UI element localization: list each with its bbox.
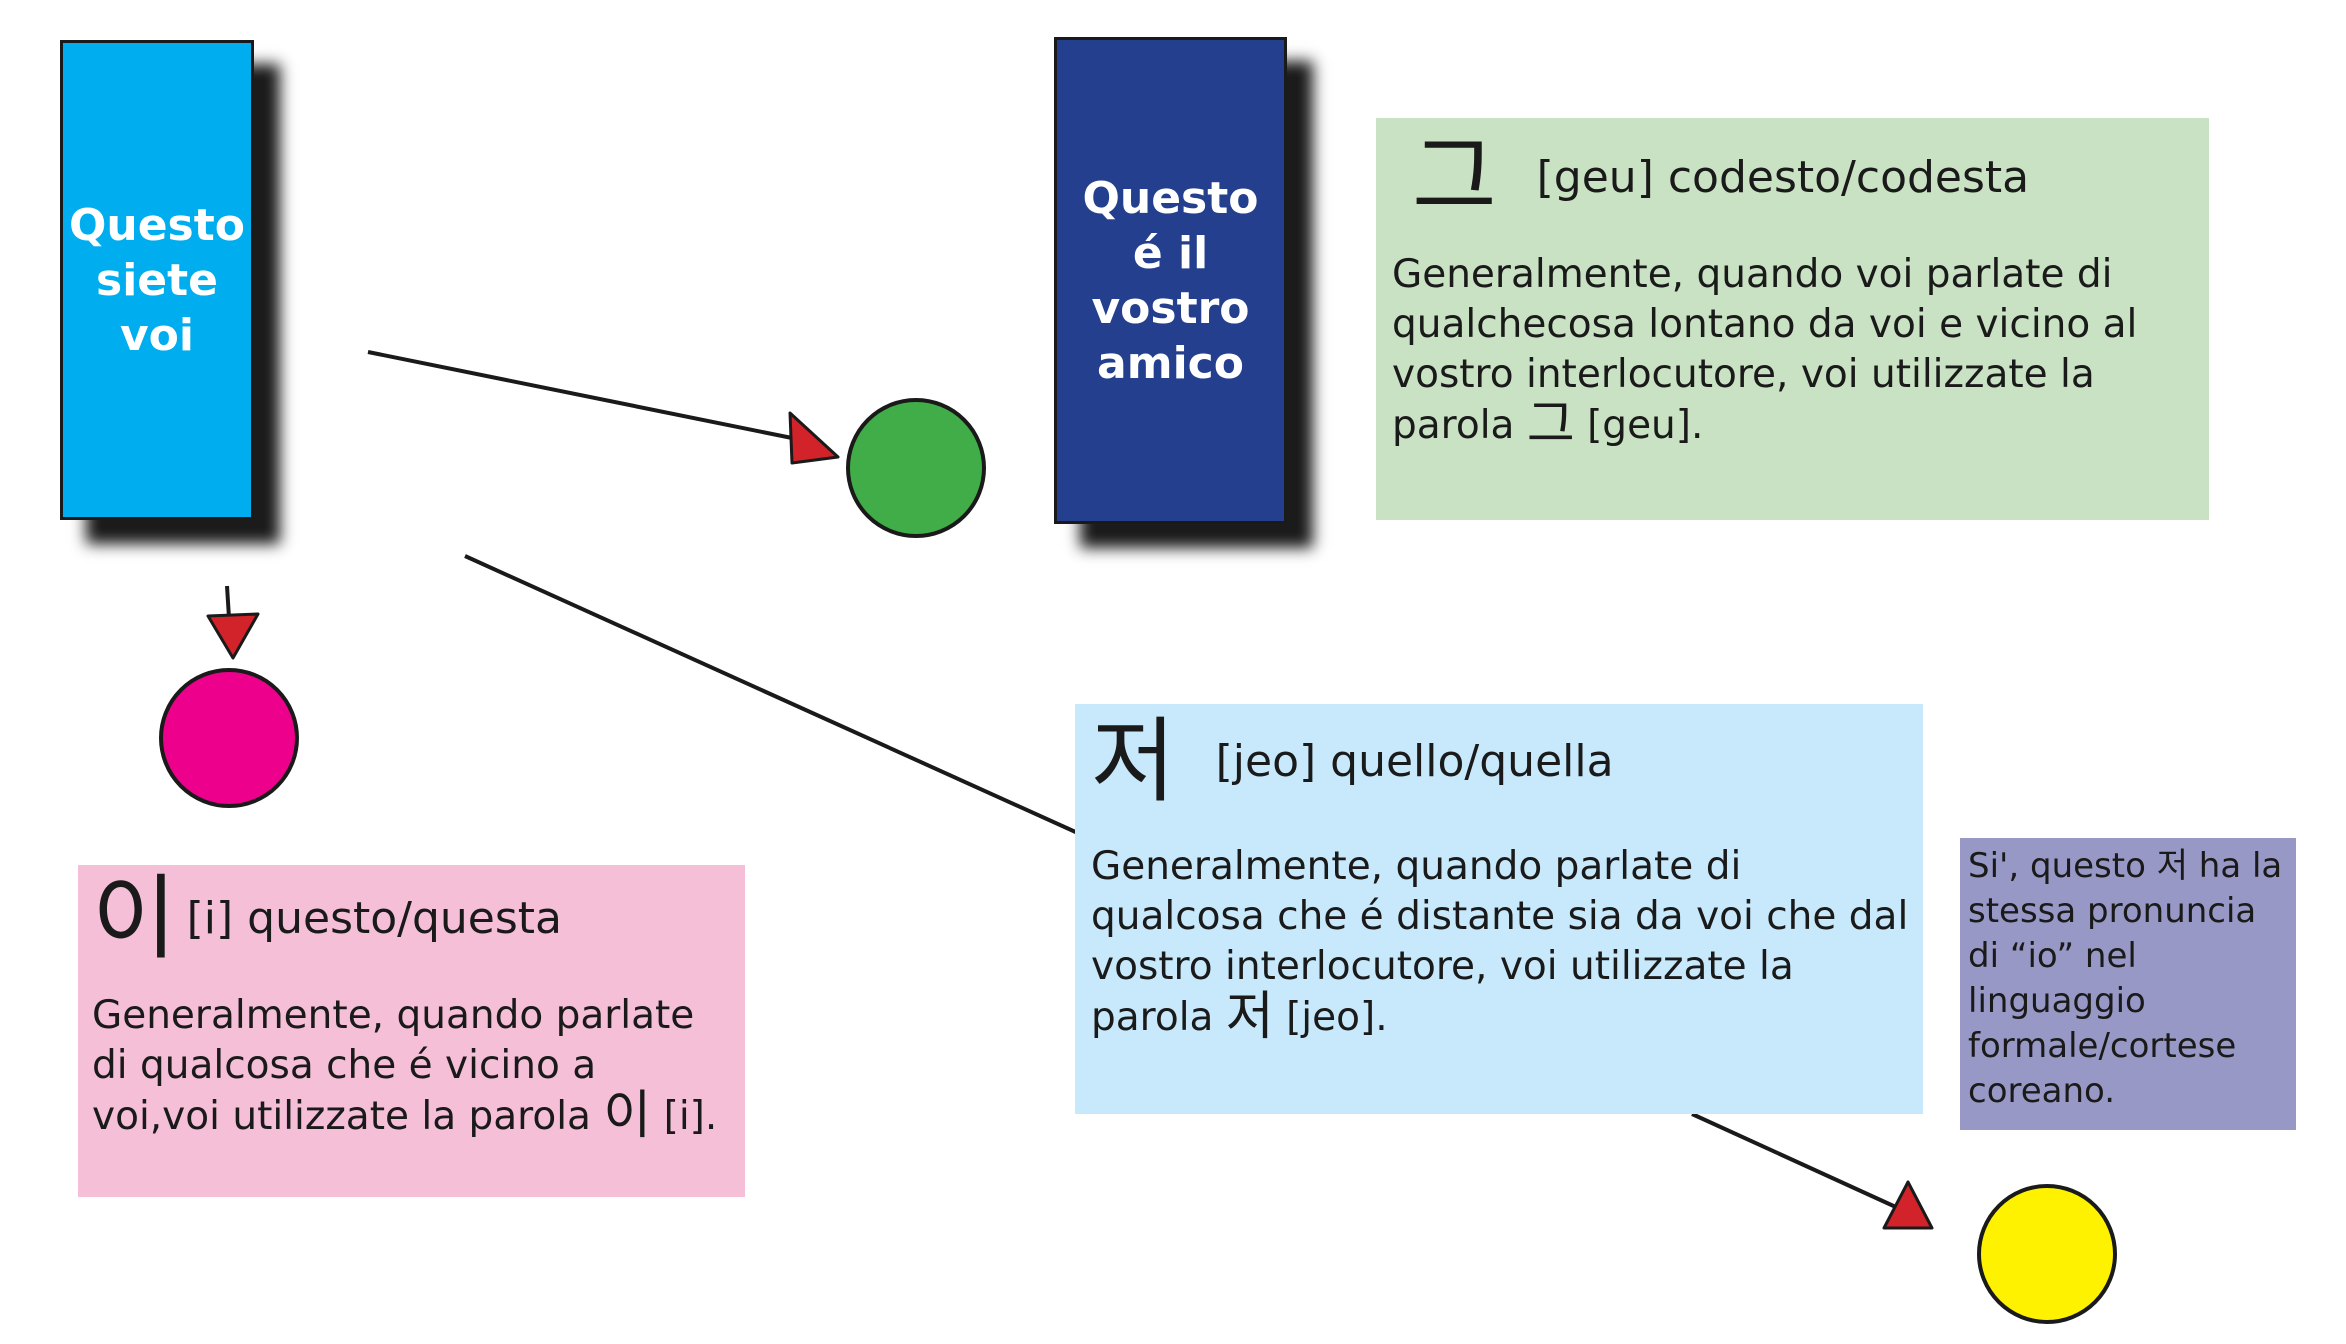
connector-line-near — [225, 585, 231, 619]
arrowhead-middle-icon — [788, 411, 840, 465]
card-jeo-word: 저 — [1225, 987, 1274, 1047]
card-geu-hangul: 그 — [1412, 124, 1497, 231]
card-i-body: Generalmente, quando parlate di qualcosa… — [92, 993, 695, 1139]
you-box-line: siete — [96, 254, 218, 306]
card-jeo-hangul: 저 — [1091, 708, 1176, 815]
friend-box-line: é il — [1132, 227, 1209, 279]
card-i: 이 [i] questo/questa Generalmente, quando… — [78, 865, 745, 1197]
pronunciation-note: Si', questo 저 ha la stessa pronuncia di … — [1960, 838, 2296, 1130]
pronunciation-note-text: Si', questo 저 ha la stessa pronuncia di … — [1968, 846, 2283, 1111]
card-geu-word: 그 — [1526, 395, 1575, 455]
arrowhead-near-icon — [206, 612, 260, 660]
card-geu: 그 [geu] codesto/codesta Generalmente, qu… — [1376, 118, 2209, 520]
you-box-line: Questo — [68, 199, 246, 251]
friend-box-line: vostro — [1091, 282, 1250, 334]
card-i-word: 이 — [603, 1086, 652, 1146]
arrowhead-far-icon — [1882, 1180, 1934, 1230]
marker-middle-circle — [846, 398, 986, 538]
friend-box-line: Questo — [1082, 172, 1259, 224]
card-jeo-body: Generalmente, quando parlate di qualcosa… — [1091, 844, 1909, 1040]
card-i-label: [i] questo/questa — [186, 893, 563, 944]
you-box: Questo siete voi — [60, 40, 254, 520]
card-i-roman: [i]. — [663, 1094, 718, 1139]
marker-near-circle — [159, 668, 299, 808]
card-jeo: 저 [jeo] quello/quella Generalmente, quan… — [1075, 704, 1923, 1114]
friend-box-line: amico — [1097, 337, 1244, 389]
card-jeo-label: [jeo] quello/quella — [1215, 736, 1614, 787]
card-i-hangul: 이 — [92, 865, 177, 972]
card-geu-roman: [geu]. — [1587, 403, 1704, 448]
card-geu-body: Generalmente, quando voi parlate di qual… — [1392, 252, 2138, 448]
connector-line-far-lower — [1691, 1112, 1899, 1210]
you-box-line: voi — [120, 309, 194, 361]
friend-box: Questo é il vostro amico — [1054, 37, 1287, 524]
connector-line-far-upper — [464, 554, 1081, 836]
connector-line-middle — [367, 350, 798, 441]
card-geu-label: [geu] codesto/codesta — [1536, 152, 2030, 203]
card-jeo-roman: [jeo]. — [1286, 995, 1388, 1040]
marker-far-circle — [1977, 1184, 2117, 1324]
